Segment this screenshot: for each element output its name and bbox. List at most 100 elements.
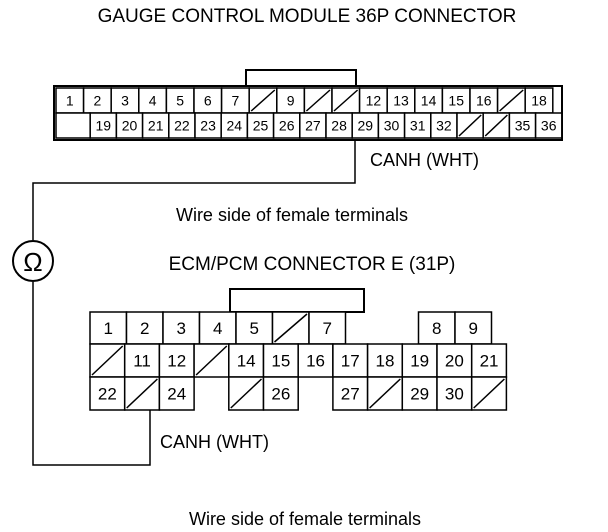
- terminal-cell: [262, 376, 299, 411]
- terminal-11: 11: [123, 343, 161, 378]
- terminal-number: 14: [237, 352, 256, 371]
- terminal-number: 21: [148, 118, 164, 134]
- gauge-caption: Wire side of female terminals: [176, 205, 408, 225]
- terminal-cell: [534, 112, 563, 139]
- terminal-12: 12: [158, 343, 195, 378]
- empty-terminal: [482, 112, 511, 139]
- terminal-number: 27: [341, 385, 360, 404]
- unused-terminal-slash: [499, 89, 524, 112]
- terminal-4: 4: [138, 87, 168, 114]
- terminal-cell: [508, 112, 537, 139]
- terminal-19: 19: [89, 112, 118, 139]
- terminal-cell: [193, 87, 223, 114]
- terminal-4: 4: [198, 311, 237, 345]
- terminal-number: 30: [445, 385, 464, 404]
- terminal-cell: [141, 112, 170, 139]
- terminal-cell: [366, 343, 404, 378]
- terminal-number: 29: [410, 385, 429, 404]
- unused-terminal-slash: [473, 378, 505, 409]
- terminal-28: 28: [325, 112, 353, 139]
- terminal-cell: [55, 112, 91, 139]
- terminal-cell: [165, 87, 195, 114]
- terminal-cell: [220, 112, 249, 139]
- terminal-number: 36: [541, 118, 557, 134]
- terminal-2: 2: [82, 87, 112, 114]
- terminal-number: 14: [421, 93, 437, 109]
- ohmmeter: [12, 240, 54, 282]
- terminal-16: 16: [469, 87, 499, 114]
- terminal-number: 18: [531, 93, 547, 109]
- terminal-number: 5: [176, 93, 184, 109]
- terminal-number: 6: [204, 93, 212, 109]
- terminal-number: 4: [149, 93, 157, 109]
- terminal-cell: [414, 87, 444, 114]
- terminal-15: 15: [441, 87, 471, 114]
- empty-terminal: [271, 311, 310, 345]
- terminal-21: 21: [141, 112, 170, 139]
- terminal-number: 19: [96, 118, 112, 134]
- terminal-cell: [89, 112, 118, 139]
- terminal-cell: [436, 343, 473, 378]
- terminal-number: 23: [200, 118, 216, 134]
- terminal-number: 17: [341, 352, 360, 371]
- terminal-14: 14: [228, 343, 265, 378]
- terminal-number: 35: [515, 118, 531, 134]
- gauge-wire-label: CANH (WHT): [370, 150, 479, 170]
- terminal-number: 4: [213, 319, 222, 338]
- terminal-27: 27: [299, 112, 327, 139]
- terminal-number: 15: [448, 93, 464, 109]
- terminal-number: 27: [305, 118, 321, 134]
- unused-terminal-slash: [91, 345, 124, 376]
- terminal-6: 6: [193, 87, 223, 114]
- terminal-27: 27: [332, 376, 369, 411]
- terminal-19: 19: [401, 343, 438, 378]
- terminal-32: 32: [430, 112, 458, 139]
- unused-terminal-slash: [126, 378, 158, 409]
- terminal-cell: [272, 112, 301, 139]
- terminal-36: 36: [534, 112, 563, 139]
- terminal-cell: [401, 376, 438, 411]
- terminal-cell: [220, 87, 250, 114]
- terminal-30: 30: [436, 376, 473, 411]
- terminal-9: 9: [276, 87, 306, 114]
- terminal-number: 8: [432, 319, 441, 338]
- terminal-cell: [262, 343, 299, 378]
- empty-terminal: [89, 343, 126, 378]
- terminal-number: 16: [306, 352, 325, 371]
- unused-terminal-slash: [250, 89, 276, 112]
- unused-terminal-slash: [274, 313, 308, 343]
- terminal-2: 2: [125, 311, 164, 345]
- terminal-cell: [401, 343, 438, 378]
- empty-terminal: [366, 376, 404, 411]
- terminal-number: 2: [94, 93, 102, 109]
- terminal-7: 7: [220, 87, 250, 114]
- terminal-cell: [123, 343, 161, 378]
- terminal-cell: [441, 87, 471, 114]
- meter-wiring: [12, 140, 356, 466]
- empty-terminal: [228, 376, 265, 411]
- terminal-14: 14: [414, 87, 444, 114]
- terminal-31: 31: [403, 112, 432, 139]
- terminal-35: 35: [508, 112, 537, 139]
- terminal-18: 18: [366, 343, 404, 378]
- terminal-number: 22: [174, 118, 190, 134]
- terminal-number: 16: [476, 93, 492, 109]
- terminal-cell: [89, 376, 126, 411]
- terminal-cell: [430, 112, 458, 139]
- terminal-cell: [377, 112, 406, 139]
- terminal-number: 29: [358, 118, 374, 134]
- terminal-number: 1: [66, 93, 74, 109]
- terminal-22: 22: [89, 376, 126, 411]
- terminal-number: 5: [250, 319, 259, 338]
- terminal-number: 1: [104, 319, 113, 338]
- terminal-1: 1: [89, 311, 128, 345]
- terminal-cell: [299, 112, 327, 139]
- empty-terminal: [331, 87, 361, 114]
- terminal-cell: [297, 343, 334, 378]
- ecm-wire-label: CANH (WHT): [160, 432, 269, 452]
- terminal-cell: [325, 112, 353, 139]
- terminal-number: 9: [287, 93, 295, 109]
